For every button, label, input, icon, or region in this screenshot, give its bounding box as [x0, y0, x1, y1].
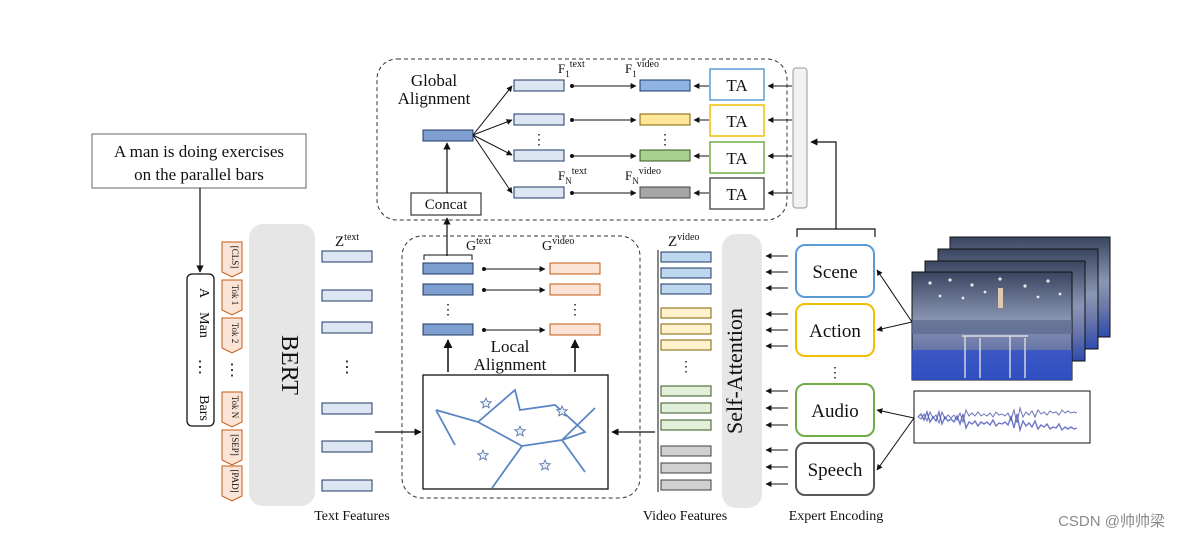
svg-text:[PAD]: [PAD] [230, 469, 240, 492]
svg-text:⋮: ⋮ [679, 360, 693, 375]
g-text-bar [422, 262, 474, 275]
token-tag-pad: [PAD] [221, 465, 243, 502]
cluster-lines [435, 388, 596, 489]
svg-text:Action: Action [809, 321, 861, 342]
svg-text:Tok 1: Tok 1 [230, 285, 240, 306]
svg-text:F1video: F1video [625, 59, 659, 79]
token-bars: Bars [196, 395, 211, 421]
watermark: CSDN @帅帅梁 [1058, 513, 1165, 530]
ta-box-blue: TA [709, 68, 765, 101]
expert-box-action: Action [795, 303, 875, 357]
text-feature-bar [321, 250, 373, 263]
svg-text:FNvideo: FNvideo [625, 166, 661, 186]
special-token-tags: [CLS] Tok 1 Tok 2 ⋮ Tok N [SEP] [PAD] [221, 241, 243, 502]
token-man: Man [196, 312, 211, 338]
global-alignment-line2: Alignment [398, 89, 471, 108]
expert-vdots: ⋮ [828, 366, 842, 381]
svg-text:Scene: Scene [812, 262, 857, 283]
text-feature-bar [321, 440, 373, 453]
token-vdots: ⋮ [192, 359, 208, 376]
svg-text:Audio: Audio [811, 401, 859, 422]
token-tag-vdots: ⋮ [224, 362, 240, 379]
svg-text:Zvideo: Zvideo [668, 232, 699, 250]
svg-text:TA: TA [726, 76, 748, 95]
g-video-bar [549, 323, 601, 336]
token-a: A [196, 288, 211, 299]
global-alignment-line1: Global [411, 71, 458, 90]
svg-text:TA: TA [726, 185, 748, 204]
text-feature-bar [321, 289, 373, 302]
token-column: A Man ⋮ Bars [186, 273, 215, 427]
svg-text:Gvideo: Gvideo [542, 236, 574, 254]
svg-text:[SEP]: [SEP] [230, 434, 240, 456]
audio-waveform [913, 390, 1091, 444]
text-features-label: Text Features [314, 509, 390, 524]
svg-text:FNtext: FNtext [558, 166, 587, 186]
expert-box-speech: Speech [795, 442, 875, 496]
expert-box-scene: Scene [795, 244, 875, 298]
svg-text:⋮: ⋮ [441, 303, 455, 318]
caption-line2: on the parallel bars [134, 165, 264, 184]
svg-text:TA: TA [726, 149, 748, 168]
video-features-label: Video Features [643, 509, 727, 524]
token-tag-tok2: Tok 2 [221, 317, 243, 354]
svg-text:Tok N: Tok N [230, 396, 240, 419]
svg-text:⋮: ⋮ [532, 133, 546, 148]
local-alignment-region: Gtext Gvideo ⋮ ⋮ Local Alignment [401, 235, 641, 499]
z-text-label: Ztext [335, 232, 359, 250]
g-text-bar [422, 283, 474, 296]
caption-box: A man is doing exercises on the parallel… [91, 133, 307, 189]
expert-arrows [765, 253, 788, 487]
cluster-stars [476, 396, 569, 471]
global-text-bar [422, 129, 474, 142]
front-video-frame [911, 271, 1073, 381]
text-feature-bar [321, 402, 373, 415]
bert-label: BERT [276, 335, 302, 395]
svg-text:⋮: ⋮ [658, 133, 672, 148]
svg-text:TA: TA [726, 112, 748, 131]
ta-box-gray: TA [709, 177, 765, 210]
self-attention-label: Self-Attention [722, 308, 747, 434]
svg-text:[CLS]: [CLS] [230, 246, 240, 269]
stacked-feature-bar [792, 67, 808, 209]
concat-label: Concat [425, 197, 468, 213]
ta-box-yellow: TA [709, 104, 765, 137]
g-text-bar [422, 323, 474, 336]
svg-text:⋮: ⋮ [568, 303, 582, 318]
video-frames [911, 236, 1111, 381]
expert-box-audio: Audio [795, 383, 875, 437]
text-feature-bar [321, 321, 373, 334]
g-video-bar [549, 283, 601, 296]
token-tag-cls: [CLS] [221, 241, 243, 278]
text-feature-bar [321, 479, 373, 492]
video-feature-bars: ⋮ [660, 251, 712, 491]
svg-text:Ztext: Ztext [335, 232, 359, 250]
global-alignment-region: Global Alignment Concat F1text F1video F… [376, 58, 792, 221]
g-video-bar [549, 262, 601, 275]
local-alignment-line1: Local [491, 337, 530, 356]
svg-text:Gtext: Gtext [466, 236, 491, 254]
expert-encoding-label: Expert Encoding [789, 509, 883, 524]
token-tag-sep: [SEP] [221, 429, 243, 466]
z-video-label: Zvideo [668, 232, 699, 250]
text-feature-vdots: ⋮ [339, 359, 355, 376]
ta-box-green: TA [709, 141, 765, 174]
text-feature-bars: ⋮ [321, 250, 373, 492]
token-tag-tok1: Tok 1 [221, 279, 243, 316]
caption-line1: A man is doing exercises [114, 142, 284, 161]
svg-text:Tok 2: Tok 2 [230, 323, 240, 344]
bert-block: BERT [249, 224, 315, 506]
local-alignment-line2: Alignment [474, 355, 547, 374]
concat-box [410, 192, 482, 216]
svg-text:Speech: Speech [808, 460, 863, 481]
self-attention-block: Self-Attention [722, 234, 762, 508]
svg-text:F1text: F1text [558, 59, 585, 79]
token-tag-tokn: Tok N [221, 391, 243, 428]
